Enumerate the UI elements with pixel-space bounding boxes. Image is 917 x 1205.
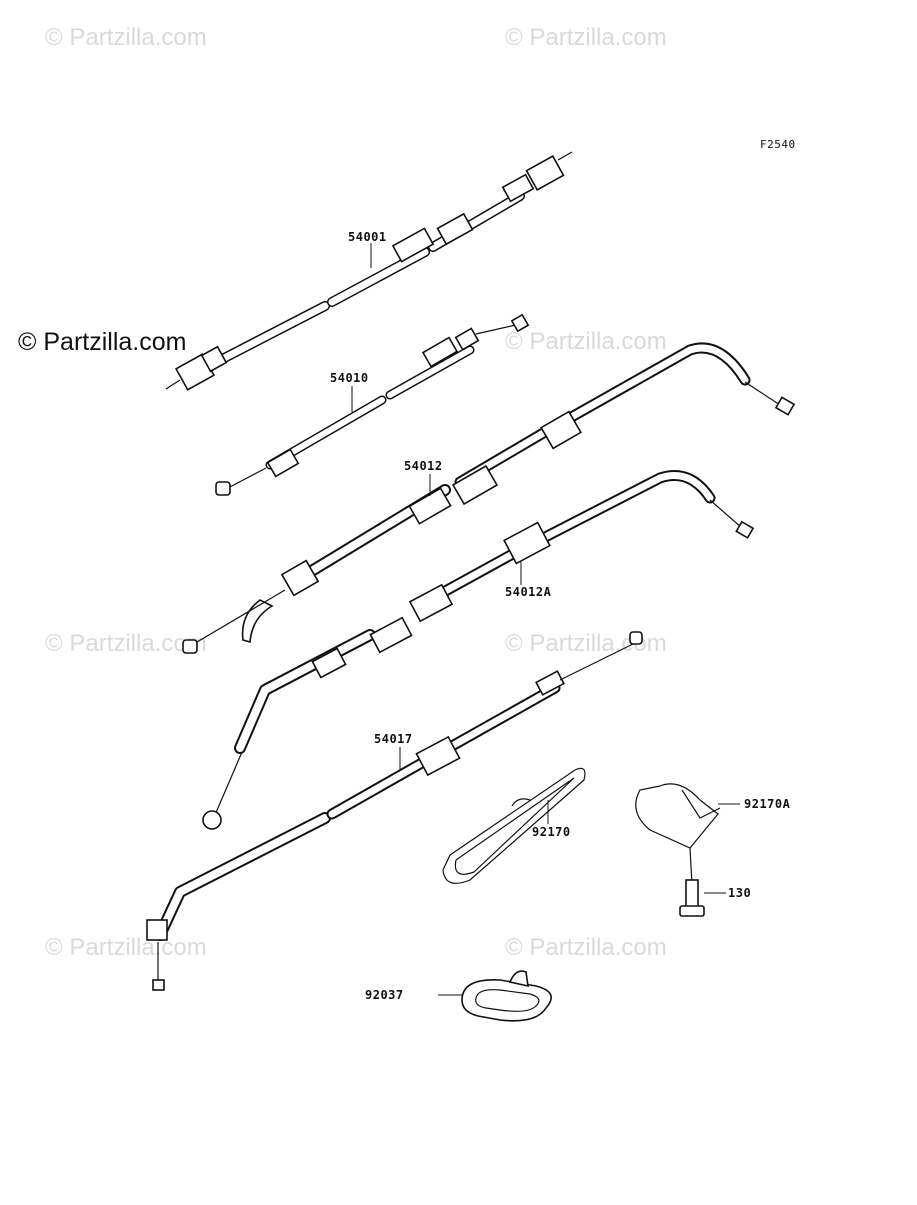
- cable-54010[interactable]: [215, 313, 530, 496]
- main-watermark: © Partzilla.com: [18, 328, 186, 356]
- label-92037[interactable]: 92037: [365, 988, 404, 1002]
- label-54001[interactable]: 54001: [348, 230, 387, 244]
- watermark: © Partzilla.com: [505, 328, 667, 355]
- watermark: © Partzilla.com: [505, 24, 667, 51]
- label-54010[interactable]: 54010: [330, 371, 369, 385]
- watermark: © Partzilla.com: [45, 24, 207, 51]
- label-54012A[interactable]: 54012A: [505, 585, 552, 599]
- grommet-92037[interactable]: [461, 970, 552, 1022]
- cable-54012[interactable]: [182, 342, 796, 654]
- cable-54001[interactable]: [165, 151, 573, 391]
- figure-code: F2540: [760, 138, 796, 151]
- label-54012[interactable]: 54012: [404, 459, 443, 473]
- cable-54017[interactable]: [146, 631, 643, 991]
- cable-54012A[interactable]: [202, 470, 755, 830]
- watermark: © Partzilla.com: [45, 630, 207, 657]
- clamp-92170[interactable]: [442, 767, 586, 884]
- label-130[interactable]: 130: [728, 886, 751, 900]
- label-92170A[interactable]: 92170A: [744, 797, 791, 811]
- label-54017[interactable]: 54017: [374, 732, 413, 746]
- watermark: © Partzilla.com: [45, 934, 207, 961]
- clamp-92170A[interactable]: [635, 783, 721, 886]
- watermark: © Partzilla.com: [505, 934, 667, 961]
- bolt-130[interactable]: [679, 879, 705, 917]
- label-92170[interactable]: 92170: [532, 825, 571, 839]
